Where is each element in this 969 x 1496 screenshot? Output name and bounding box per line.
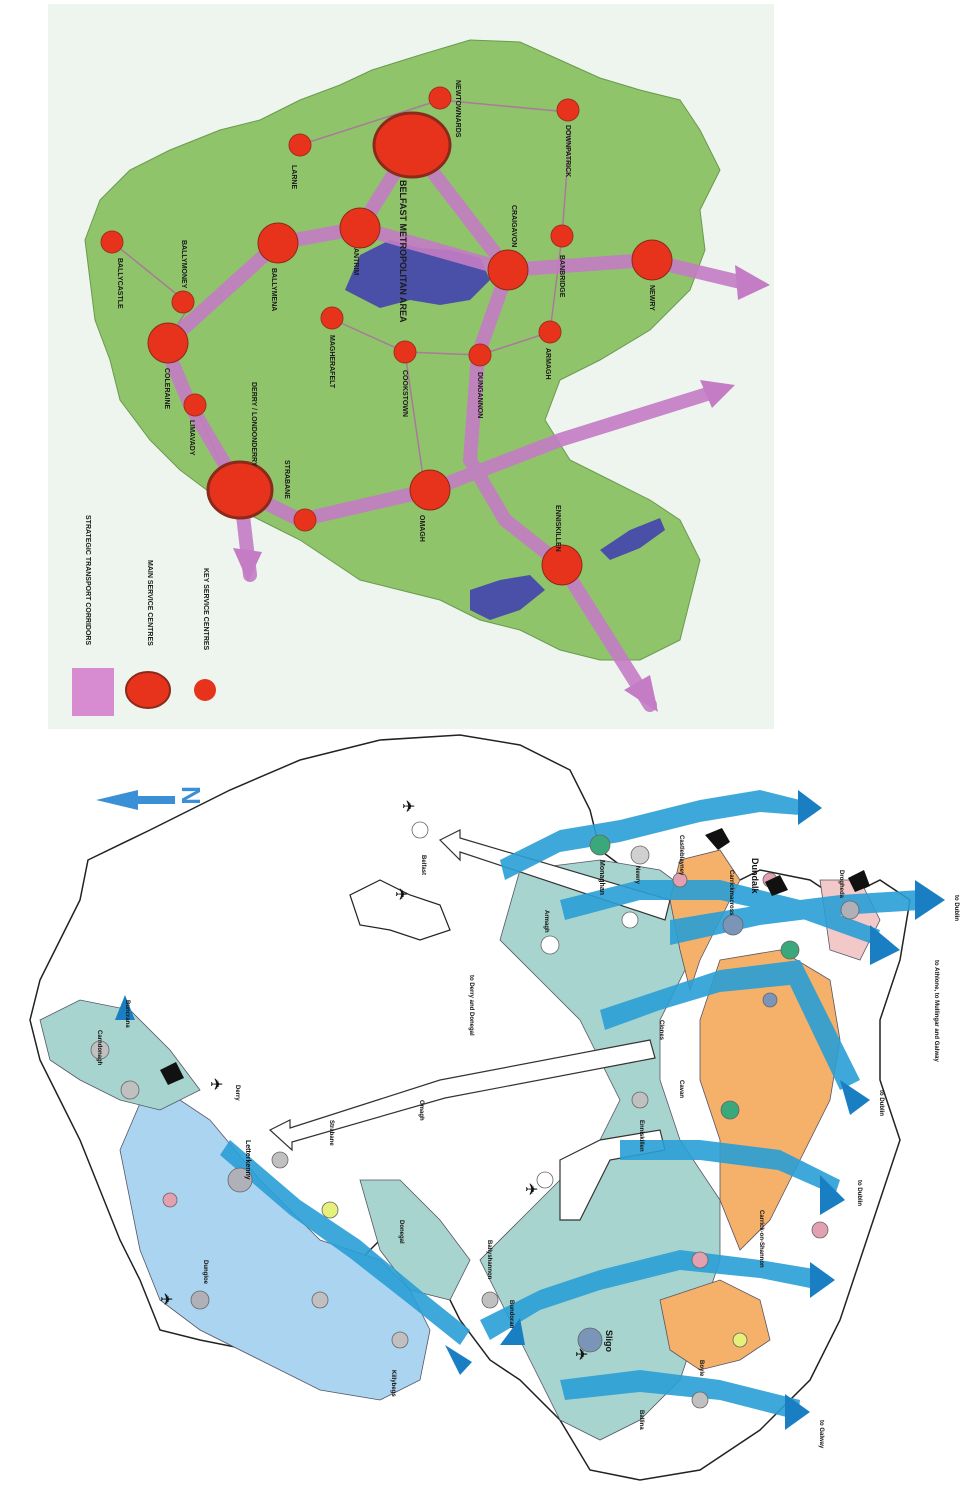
centre-downpatrick bbox=[556, 98, 580, 122]
legend-main-centre-swatch bbox=[125, 671, 171, 709]
label-ballycastle: BALLYCASTLE bbox=[116, 258, 123, 309]
top-town-labels: NEWTOWNARDS DOWNPATRICK LARNE BELFAST ME… bbox=[116, 80, 655, 552]
centre-ballymoney bbox=[171, 290, 195, 314]
centre-cookstown bbox=[393, 340, 417, 364]
label-ballymoney: BALLYMONEY bbox=[180, 240, 187, 289]
centre-limavady bbox=[183, 393, 207, 417]
label-limavady: LIMAVADY bbox=[188, 420, 195, 456]
centre-larne bbox=[288, 133, 312, 157]
centre-enniskillen bbox=[541, 544, 583, 586]
legend-corridor-swatch bbox=[72, 668, 114, 716]
label-larne: LARNE bbox=[290, 165, 297, 189]
label-newtownards: NEWTOWNARDS bbox=[454, 80, 461, 138]
centre-coleraine bbox=[147, 322, 189, 364]
label-omagh: OMAGH bbox=[418, 515, 425, 542]
label-newry: NEWRY bbox=[648, 285, 655, 311]
label-downpatrick: DOWNPATRICK bbox=[564, 125, 571, 177]
centre-belfast bbox=[372, 111, 452, 179]
legend-key-centre-swatch bbox=[194, 679, 216, 701]
label-ballymena: BALLYMENA bbox=[270, 268, 277, 311]
centre-ballymena bbox=[257, 222, 299, 264]
centre-armagh bbox=[538, 320, 562, 344]
label-dungannon: DUNGANNON bbox=[476, 372, 483, 418]
centre-craigavon bbox=[487, 249, 529, 291]
label-banbridge: BANBRIDGE bbox=[558, 255, 565, 298]
centre-antrim bbox=[339, 207, 381, 249]
legend-main-centre-label: MAIN SERVICE CENTRES bbox=[146, 560, 153, 646]
centre-newry bbox=[631, 239, 673, 281]
key-service-centres bbox=[100, 86, 580, 532]
lough-erne-upper bbox=[600, 518, 665, 560]
label-craigavon: CRAIGAVON bbox=[510, 205, 517, 247]
lough-erne-lower bbox=[470, 575, 545, 620]
centre-newtownards bbox=[428, 86, 452, 110]
legend-corridor-label: STRATEGIC TRANSPORT CORRIDORS bbox=[84, 515, 91, 645]
centre-dungannon bbox=[468, 343, 492, 367]
centre-ballycastle bbox=[100, 230, 124, 254]
label-cookstown: COOKSTOWN bbox=[401, 370, 408, 417]
label-antrim: ANTRIM bbox=[352, 248, 359, 275]
centre-omagh bbox=[409, 469, 451, 511]
top-map-legend: STRATEGIC TRANSPORT CORRIDORS MAIN SERVI… bbox=[72, 515, 216, 716]
label-magherafelt: MAGHERAFELT bbox=[328, 335, 335, 389]
centre-magherafelt bbox=[320, 306, 344, 330]
label-belfast: BELFAST METROPOLITAN AREA bbox=[398, 180, 408, 323]
label-coleraine: COLERAINE bbox=[163, 368, 170, 410]
label-armagh: ARMAGH bbox=[544, 348, 551, 380]
main-service-centres bbox=[147, 111, 673, 586]
centre-banbridge bbox=[550, 224, 574, 248]
label-strabane: STRABANE bbox=[283, 460, 290, 499]
centre-derry bbox=[206, 460, 274, 520]
legend-key-centre-label: KEY SERVICE CENTRES bbox=[202, 568, 209, 651]
label-enniskillen: ENNISKILLEN bbox=[554, 505, 561, 552]
corridor-arrowheads bbox=[233, 265, 770, 712]
centre-strabane bbox=[293, 508, 317, 532]
label-derry: DERRY / LONDONDERRY bbox=[250, 382, 257, 467]
